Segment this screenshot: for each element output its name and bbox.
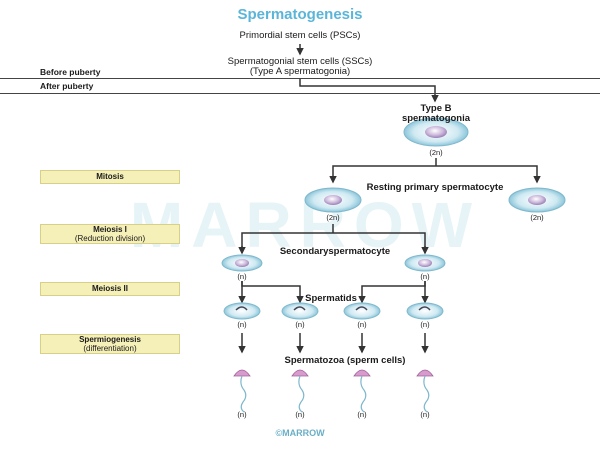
stage-spermiogenesis: Spermiogenesis (differentiation) [40,334,180,354]
spermatid-1-ploidy: (n) [237,320,247,329]
secondary-spermatocyte-right [404,254,446,272]
primary-spermatocyte-label: Resting primary spermatocyte [366,182,504,193]
before-puberty-label: Before puberty [40,67,101,77]
spermatid-2-ploidy: (n) [295,320,305,329]
stage-meiosis-1: Meiosis I (Reduction division) [40,224,180,244]
spermatozoon-3 [353,369,371,413]
after-puberty-label: After puberty [40,81,94,91]
watermark: MARROW [129,189,481,261]
spermatid-3-ploidy: (n) [357,320,367,329]
spermatozoon-4 [416,369,434,413]
spermatozoa-label: Spermatozoa (sperm cells) [284,355,406,366]
typeb-label-line2: spermatogonia [401,113,471,124]
puberty-divider [0,78,600,79]
stage-meiosis-1-sublabel: (Reduction division) [74,234,146,243]
typeb-ploidy: (2n) [429,148,443,157]
arrow-ssc-typeb [299,78,439,103]
spermatid-2 [281,302,319,320]
spermatid-4-ploidy: (n) [420,320,430,329]
spermatozoon-1-ploidy: (n) [237,410,247,419]
primary-right-ploidy: (2n) [530,213,544,222]
arrow-primary-secondary [241,224,426,250]
typeb-cell [403,117,469,147]
ssc-label-line1: Spermatogonial stem cells (SSCs) [227,56,373,67]
primary-left-ploidy: (2n) [326,213,340,222]
copyright-label: ©MARROW [275,428,325,438]
stage-meiosis-2: Meiosis II [40,282,180,296]
secondary-spermatocyte-left [221,254,263,272]
stage-mitosis-label: Mitosis [96,172,124,181]
spermatozoon-2 [291,369,309,413]
secondary-spermatocyte-label: Secondaryspermatocyte [279,246,391,257]
stage-mitosis: Mitosis [40,170,180,184]
after-puberty-divider [0,93,600,94]
secondary-right-ploidy: (n) [420,272,430,281]
ssc-label-line2: (Type A spermatogonia) [249,66,351,77]
spermatid-3 [343,302,381,320]
stage-spermiogenesis-label: Spermiogenesis [79,335,141,344]
spermatid-4 [406,302,444,320]
psc-label: Primordial stem cells (PSCs) [239,30,361,41]
primary-spermatocyte-right [508,187,566,213]
stage-meiosis-2-label: Meiosis II [91,284,128,293]
arrow-typeb-primary [332,158,538,181]
spermatozoon-1 [233,369,251,413]
spermatid-1 [223,302,261,320]
typeb-label-line1: Type B [420,103,452,114]
secondary-left-ploidy: (n) [237,272,247,281]
primary-spermatocyte-left [304,187,362,213]
diagram-title: Spermatogenesis [237,6,363,23]
spermatids-label: Spermatids [305,293,357,304]
spermatozoon-4-ploidy: (n) [420,410,430,419]
spermatozoon-3-ploidy: (n) [357,410,367,419]
stage-meiosis-1-label: Meiosis I [93,225,127,234]
spermatozoon-2-ploidy: (n) [295,410,305,419]
stage-spermiogenesis-sublabel: (differentiation) [83,344,137,353]
